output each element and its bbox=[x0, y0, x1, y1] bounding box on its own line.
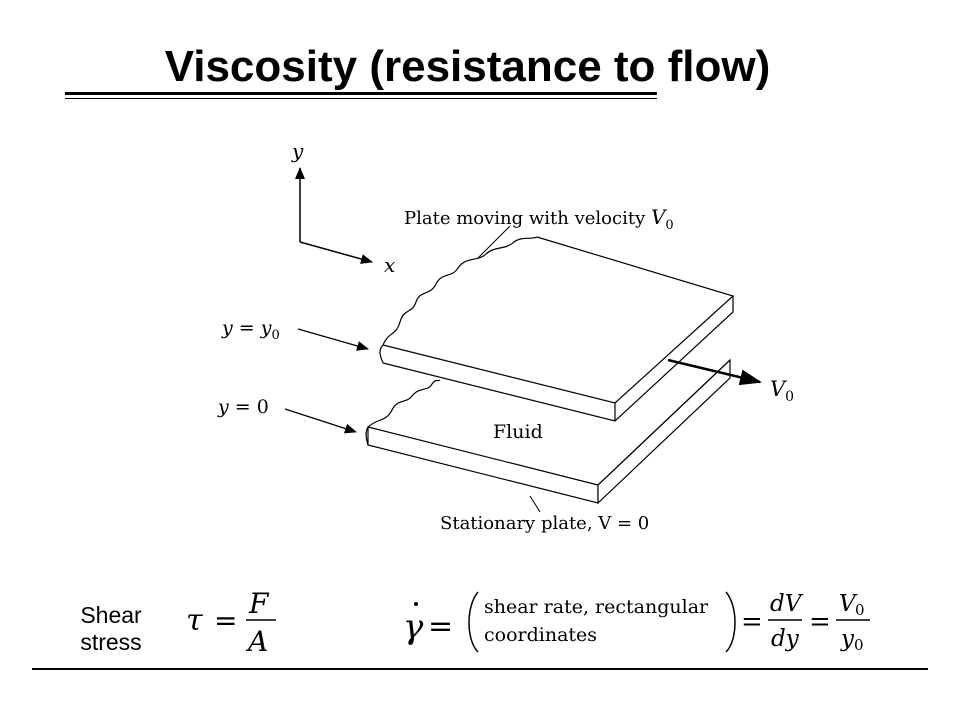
svg-text:=: = bbox=[741, 607, 763, 637]
title-underline-thick bbox=[65, 92, 657, 95]
svg-text:A: A bbox=[245, 625, 268, 658]
y-axis-label: y bbox=[291, 139, 304, 163]
svg-text:0: 0 bbox=[854, 636, 864, 654]
slide-title: Viscosity (resistance to flow) bbox=[164, 42, 771, 91]
level-bottom-label: y = 0 bbox=[217, 396, 269, 418]
coordinate-axes: y x bbox=[291, 139, 395, 277]
svg-text:dV: dV bbox=[770, 591, 804, 617]
velocity-arrow: V0 bbox=[667, 358, 794, 405]
svg-text:=: = bbox=[809, 607, 831, 637]
svg-text:γ: γ bbox=[403, 607, 424, 647]
shear-stress-label: Shear stress bbox=[80, 602, 142, 655]
svg-text:τ: τ bbox=[186, 603, 203, 638]
svg-text:=: = bbox=[214, 604, 237, 637]
level-top-marker: y = y0 bbox=[221, 317, 369, 351]
level-bottom-marker: y = 0 bbox=[217, 396, 357, 434]
svg-text:y: y bbox=[840, 626, 855, 652]
level-top-label: y = y0 bbox=[221, 317, 280, 343]
stationary-plate-pointer bbox=[529, 495, 541, 513]
svg-text:0: 0 bbox=[855, 601, 865, 619]
fluid-label: Fluid bbox=[493, 421, 543, 443]
top-plate-label: Plate moving with velocity V0 bbox=[404, 205, 674, 233]
x-axis-arrow bbox=[299, 241, 373, 264]
svg-text:=: = bbox=[428, 609, 453, 644]
top-plate-pointer bbox=[477, 225, 511, 259]
x-axis-label: x bbox=[384, 253, 395, 277]
moving-plate bbox=[379, 236, 735, 422]
shear-rate-text-line1: shear rate, rectangular bbox=[484, 596, 709, 618]
svg-text:V: V bbox=[839, 591, 858, 617]
velocity-label: V0 bbox=[770, 377, 794, 405]
svg-text:F: F bbox=[248, 587, 270, 620]
shear-stress-equation: τ = F A bbox=[186, 587, 276, 658]
shear-rate-text-line2: coordinates bbox=[484, 624, 597, 646]
title-underline-thin bbox=[65, 98, 657, 99]
stationary-plate bbox=[365, 358, 731, 505]
stationary-plate-label: Stationary plate, V = 0 bbox=[440, 513, 649, 534]
shear-rate-equation: γ = shear rate, rectangular coordinates … bbox=[403, 591, 870, 654]
svg-text:dy: dy bbox=[771, 626, 800, 652]
bottom-divider bbox=[32, 668, 928, 670]
